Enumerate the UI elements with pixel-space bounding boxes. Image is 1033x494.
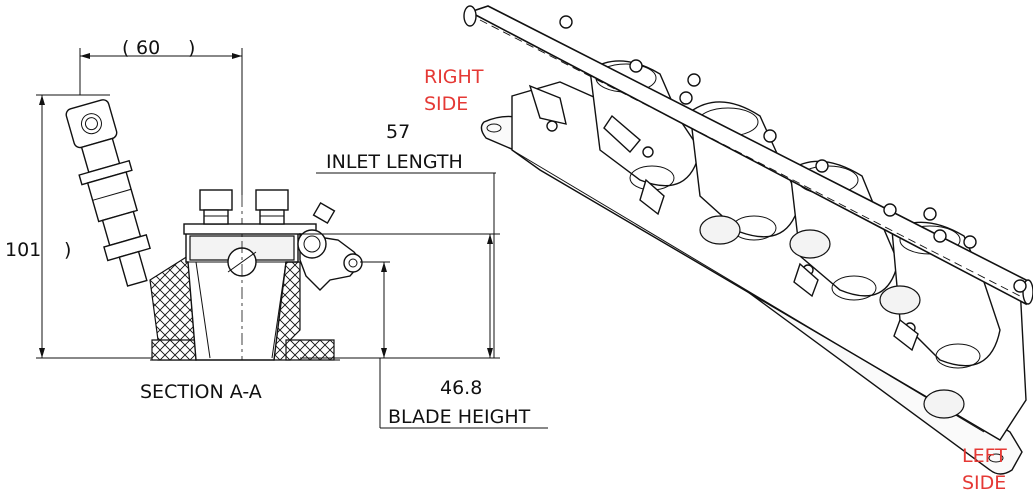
dim-height-value: 101 xyxy=(5,239,41,261)
iso-fuel-rail xyxy=(463,5,1033,306)
isometric-view: RIGHT SIDE LEFT SIDE xyxy=(424,5,1033,494)
left-side-label-2: SIDE xyxy=(962,472,1006,494)
dim-width-value: 60 xyxy=(136,37,160,59)
section-flange-left xyxy=(151,339,197,361)
blade-height-label: BLADE HEIGHT xyxy=(388,406,531,428)
section-view: ( 60 ) 101 ) xyxy=(5,37,548,429)
section-flange-right xyxy=(285,339,335,361)
iso-linkage xyxy=(528,84,919,352)
svg-text:(: ( xyxy=(122,37,129,59)
left-side-label-1: LEFT xyxy=(962,445,1007,467)
blade-height-value: 46.8 xyxy=(440,377,482,399)
svg-text:): ) xyxy=(188,37,195,59)
section-title: SECTION A-A xyxy=(140,381,262,403)
dim-height: 101 ) xyxy=(5,94,160,359)
throttle-body xyxy=(185,195,300,361)
svg-text:): ) xyxy=(64,239,71,261)
iso-base-flange xyxy=(480,115,1023,475)
dim-width: ( 60 ) xyxy=(79,37,243,195)
right-side-label-1: RIGHT xyxy=(424,66,484,88)
inlet-length-value: 57 xyxy=(386,121,410,143)
top-plate xyxy=(183,189,317,235)
right-side-label-2: SIDE xyxy=(424,93,468,115)
iso-bolts xyxy=(546,15,1027,334)
dim-blade: 46.8 BLADE HEIGHT xyxy=(360,261,548,429)
dim-inlet: 57 INLET LENGTH xyxy=(296,121,500,359)
injector xyxy=(65,99,151,287)
linkage xyxy=(297,201,363,291)
inlet-length-label: INLET LENGTH xyxy=(326,151,463,173)
